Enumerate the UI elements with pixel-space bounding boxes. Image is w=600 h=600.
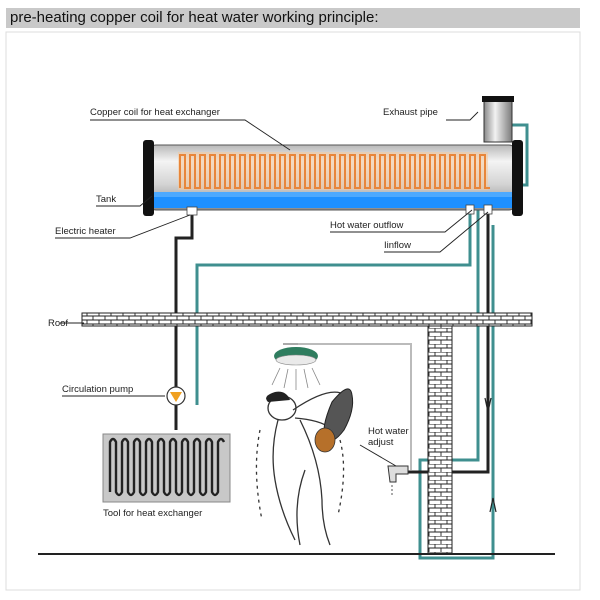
- label-copper-coil: Copper coil for heat exchanger: [90, 107, 220, 118]
- exhaust-pipe: [482, 96, 514, 143]
- brick-wall: [427, 325, 453, 555]
- shower-head-icon: [271, 343, 321, 390]
- electric-heater: [186, 206, 198, 216]
- label-hot-water-outflow: Hot water outflow: [330, 220, 404, 231]
- inflow-pipe: [195, 205, 472, 405]
- tank-right-cap: [512, 140, 523, 216]
- label-hot-water-adjust-2: adjust: [368, 437, 394, 448]
- label-roof: Roof: [48, 318, 68, 329]
- tank: [143, 140, 523, 216]
- circulation-pump: [166, 386, 186, 406]
- shower-scene: [255, 343, 409, 546]
- label-inflow: Iinflow: [384, 240, 411, 251]
- up-arrow-icon: [489, 497, 497, 513]
- faucet-icon: [387, 465, 409, 483]
- copper-coil: [178, 152, 490, 190]
- down-arrow-icon: [484, 397, 492, 413]
- shower-pipe: [298, 343, 412, 470]
- label-tank: Tank: [96, 194, 116, 205]
- roof: [81, 312, 533, 327]
- page-title: pre-heating copper coil for heat water w…: [6, 8, 580, 28]
- tank-left-cap: [143, 140, 154, 216]
- heat-exchanger-tool: [102, 433, 231, 503]
- return-teal-pipe: [418, 205, 495, 560]
- leader-lines: [55, 111, 489, 467]
- label-electric-heater: Electric heater: [55, 226, 116, 237]
- label-circulation-pump: Circulation pump: [62, 384, 133, 395]
- label-exhaust-pipe: Exhaust pipe: [383, 107, 438, 118]
- circulation-pipe: [174, 212, 194, 430]
- brush-icon: [314, 427, 336, 453]
- label-hot-water-adjust-1: Hot water: [368, 426, 409, 437]
- diagram-frame: [5, 31, 581, 591]
- label-tool-heat-exchanger: Tool for heat exchanger: [103, 508, 202, 519]
